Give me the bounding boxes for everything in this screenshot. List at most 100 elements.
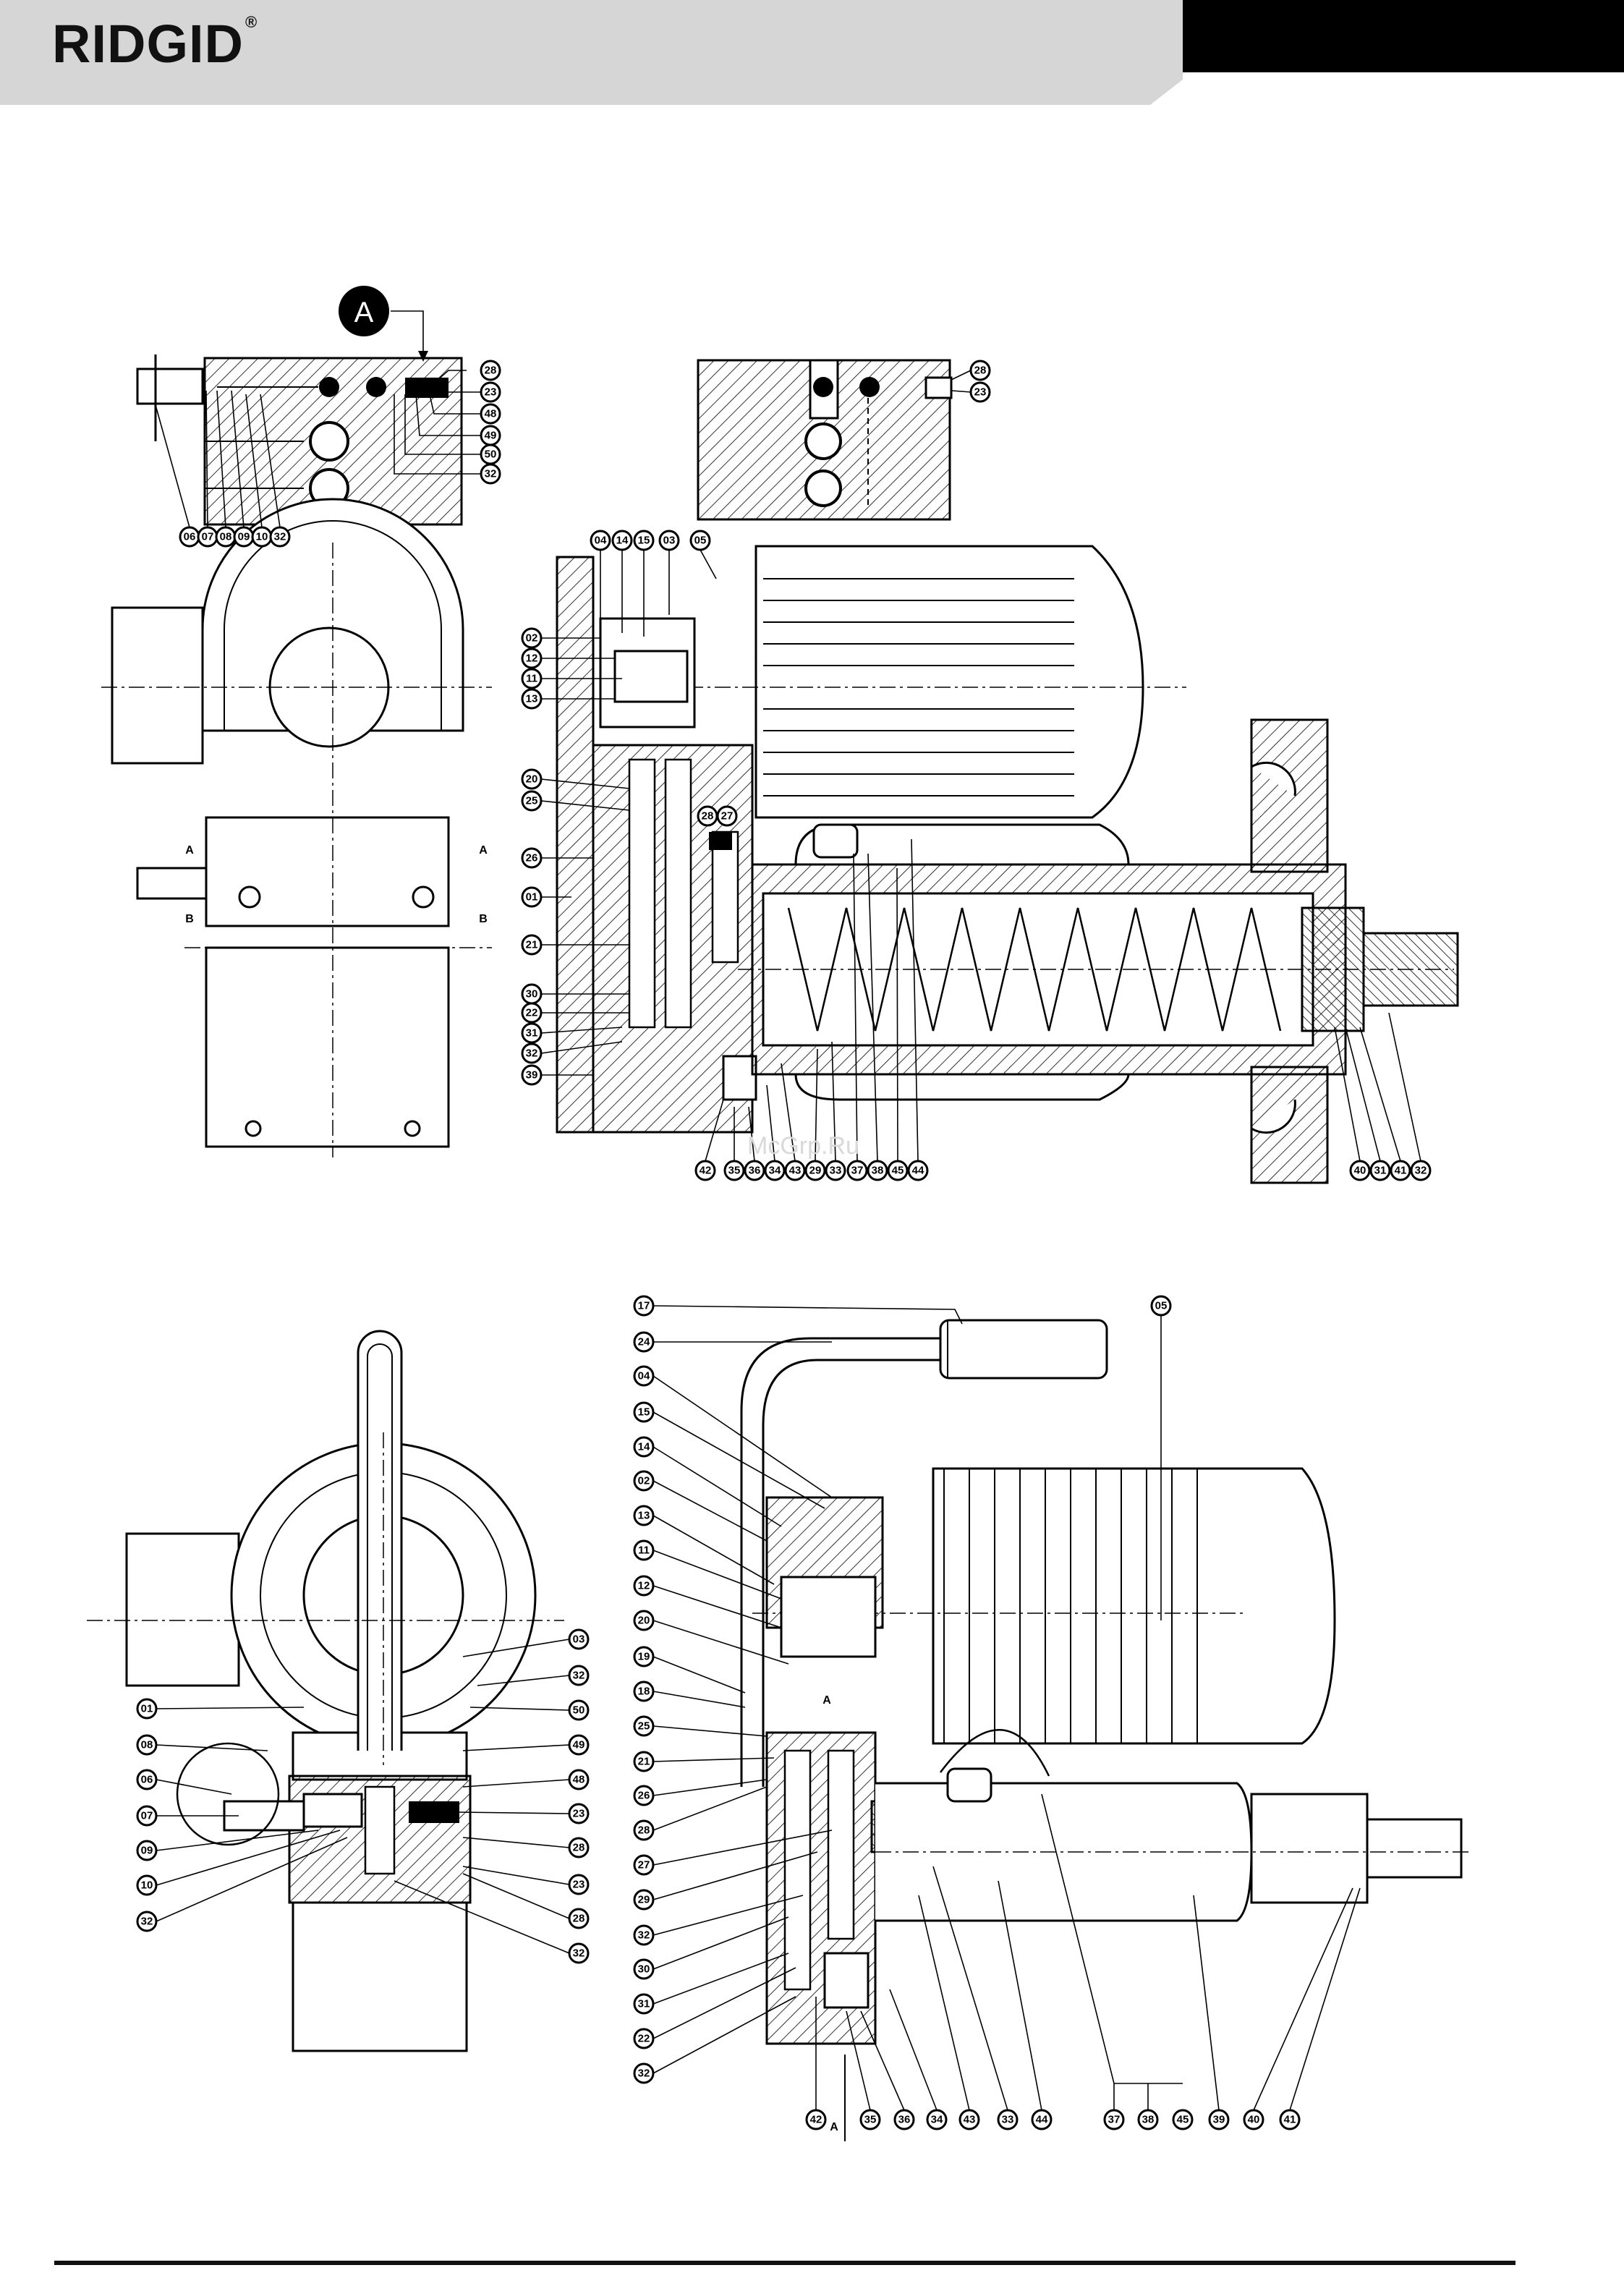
svg-text:12: 12 <box>526 653 538 665</box>
svg-text:11: 11 <box>526 673 537 685</box>
svg-text:45: 45 <box>892 1165 904 1177</box>
svg-text:34: 34 <box>931 2114 943 2126</box>
svg-text:21: 21 <box>526 939 538 951</box>
svg-text:A: A <box>354 297 374 328</box>
front-view: A B A B <box>101 498 492 1157</box>
svg-text:49: 49 <box>485 430 497 442</box>
svg-text:28: 28 <box>485 365 497 377</box>
svg-text:12: 12 <box>638 1580 650 1592</box>
svg-text:28: 28 <box>573 1913 585 1925</box>
main-section-view <box>556 545 1459 1184</box>
svg-text:42: 42 <box>700 1165 712 1177</box>
svg-text:25: 25 <box>638 1720 650 1733</box>
svg-text:33: 33 <box>830 1165 842 1177</box>
svg-text:A: A <box>479 844 488 857</box>
svg-text:20: 20 <box>638 1615 650 1627</box>
callouts-main-right: 40 31 41 32 <box>1334 1012 1432 1181</box>
svg-text:10: 10 <box>141 1879 153 1892</box>
svg-text:17: 17 <box>638 1300 650 1312</box>
svg-text:43: 43 <box>789 1165 802 1177</box>
svg-text:32: 32 <box>141 1916 153 1928</box>
svg-text:05: 05 <box>694 535 707 547</box>
svg-text:26: 26 <box>526 852 538 864</box>
svg-text:23: 23 <box>573 1879 585 1891</box>
bottom-left-view <box>87 1330 564 2052</box>
svg-text:03: 03 <box>663 535 676 547</box>
svg-text:10: 10 <box>256 531 268 543</box>
detail-marker-a: A <box>339 286 428 362</box>
svg-text:23: 23 <box>485 386 497 399</box>
svg-text:07: 07 <box>141 1810 153 1822</box>
svg-text:07: 07 <box>202 531 214 543</box>
svg-text:31: 31 <box>526 1027 538 1040</box>
svg-text:48: 48 <box>573 1774 585 1786</box>
svg-text:05: 05 <box>1155 1300 1168 1312</box>
svg-text:13: 13 <box>526 693 538 705</box>
svg-text:02: 02 <box>638 1475 650 1487</box>
svg-text:28: 28 <box>702 810 714 823</box>
svg-text:B: B <box>479 913 488 925</box>
svg-text:14: 14 <box>638 1441 650 1453</box>
svg-text:40: 40 <box>1248 2114 1260 2126</box>
svg-text:50: 50 <box>573 1704 585 1717</box>
svg-text:23: 23 <box>974 386 987 399</box>
svg-text:48: 48 <box>485 408 497 420</box>
svg-text:A: A <box>185 844 194 857</box>
svg-text:A: A <box>830 2121 838 2133</box>
top-right-section-view <box>697 359 953 521</box>
callouts-top-left-bottom: 06 07 08 09 10 32 <box>155 390 291 548</box>
svg-text:24: 24 <box>638 1336 650 1348</box>
svg-text:B: B <box>185 913 194 925</box>
svg-text:27: 27 <box>721 810 734 823</box>
svg-text:04: 04 <box>595 535 607 547</box>
callouts-bottom-right-left: 17 24 04 15 14 02 13 11 12 20 19 18 25 2… <box>633 1295 963 2084</box>
top-left-section-view <box>136 354 463 526</box>
svg-text:08: 08 <box>220 531 232 543</box>
svg-text:32: 32 <box>485 468 497 480</box>
svg-text:09: 09 <box>238 531 250 543</box>
bottom-right-view: A A <box>740 1319 1468 2141</box>
svg-text:25: 25 <box>526 795 538 807</box>
svg-text:50: 50 <box>485 449 497 461</box>
callout-bottom-right-top: 05 <box>1150 1295 1172 1620</box>
callouts-top-left-right: 28 23 48 49 50 32 <box>394 360 501 485</box>
svg-text:33: 33 <box>1002 2114 1014 2126</box>
svg-text:42: 42 <box>810 2114 822 2126</box>
svg-text:03: 03 <box>573 1633 585 1646</box>
svg-text:22: 22 <box>638 2033 650 2045</box>
svg-text:49: 49 <box>573 1739 585 1751</box>
svg-text:01: 01 <box>526 891 538 904</box>
callouts-bottom-left-left: 01 08 06 07 09 10 32 <box>136 1698 348 1932</box>
svg-text:28: 28 <box>573 1842 585 1854</box>
svg-text:04: 04 <box>638 1370 650 1382</box>
svg-text:35: 35 <box>864 2114 877 2126</box>
svg-text:02: 02 <box>526 632 538 645</box>
svg-text:11: 11 <box>638 1544 650 1557</box>
svg-text:44: 44 <box>912 1165 924 1177</box>
svg-text:23: 23 <box>573 1808 585 1820</box>
svg-text:27: 27 <box>638 1859 650 1871</box>
watermark: McGrp.Ru <box>747 1132 859 1160</box>
svg-text:32: 32 <box>1415 1165 1427 1177</box>
svg-text:15: 15 <box>638 1406 650 1419</box>
svg-text:01: 01 <box>141 1703 153 1715</box>
svg-text:30: 30 <box>526 988 538 1000</box>
svg-text:22: 22 <box>526 1007 538 1019</box>
callouts-bottom-left-right: 03 32 50 49 48 23 28 23 28 32 <box>394 1628 590 1964</box>
svg-text:14: 14 <box>616 535 629 547</box>
svg-text:19: 19 <box>638 1651 650 1663</box>
svg-text:06: 06 <box>141 1774 153 1786</box>
svg-text:38: 38 <box>872 1165 884 1177</box>
svg-text:37: 37 <box>851 1165 864 1177</box>
svg-text:28: 28 <box>974 365 987 377</box>
svg-text:A: A <box>822 1694 831 1707</box>
svg-text:26: 26 <box>638 1790 650 1802</box>
callouts-main-left: 04 14 15 03 05 02 12 11 13 20 25 28 27 2… <box>521 530 738 1086</box>
svg-text:08: 08 <box>141 1739 153 1751</box>
svg-text:06: 06 <box>184 531 196 543</box>
svg-text:32: 32 <box>526 1048 538 1060</box>
svg-text:31: 31 <box>1374 1165 1387 1177</box>
svg-text:36: 36 <box>898 2114 911 2126</box>
